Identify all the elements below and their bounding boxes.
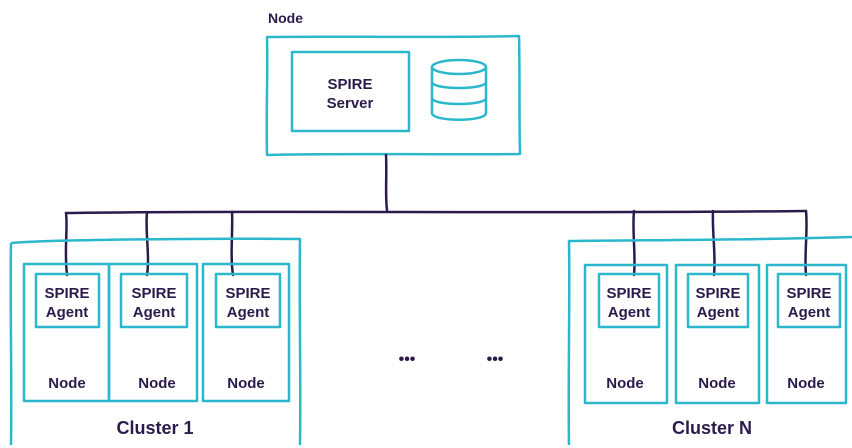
node-label: Node (138, 375, 176, 392)
agent-label-line1: SPIRE (131, 285, 176, 302)
cluster-n: Cluster N SPIRE Agent Node SPIRE Agent N… (567, 235, 852, 446)
connection-wires (64, 153, 808, 277)
agent-label-line2: Agent (608, 304, 651, 321)
cluster-1-node-3: SPIRE Agent Node (201, 262, 291, 403)
cluster-1-node-2: SPIRE Agent Node (107, 262, 199, 403)
server-node-box (265, 34, 522, 157)
cluster-n-node-3: SPIRE Agent Node (765, 263, 848, 405)
cluster-1-label: Cluster 1 (116, 418, 193, 438)
cluster-1-node-1: SPIRE Agent Node (22, 262, 111, 403)
spire-server-label-line1: SPIRE (327, 76, 372, 93)
agent-label-line1: SPIRE (606, 285, 651, 302)
agent-label-line2: Agent (133, 304, 176, 321)
cluster-n-label: Cluster N (672, 418, 752, 438)
agent-label-line1: SPIRE (225, 285, 270, 302)
agent-label-line2: Agent (697, 304, 740, 321)
node-label: Node (787, 375, 825, 392)
node-label: Node (698, 375, 736, 392)
agent-label-line1: SPIRE (786, 285, 831, 302)
cluster-n-box (567, 235, 852, 446)
cluster-1-box (9, 237, 302, 446)
spire-server-label-line2: Server (327, 95, 374, 112)
agent-label-line2: Agent (227, 304, 270, 321)
cluster-1: Cluster 1 SPIRE Agent Node SPIRE Agent N… (9, 237, 302, 446)
node-label: Node (227, 375, 265, 392)
ellipsis-1: ••• (399, 351, 416, 368)
agent-label-line1: SPIRE (695, 285, 740, 302)
agent-label-line2: Agent (46, 304, 89, 321)
server-node-label: Node (268, 10, 303, 26)
node-label: Node (48, 375, 86, 392)
agent-label-line2: Agent (788, 304, 831, 321)
agent-label-line1: SPIRE (44, 285, 89, 302)
cluster-n-node-2: SPIRE Agent Node (674, 263, 761, 405)
ellipsis-2: ••• (487, 351, 504, 368)
database-icon (430, 58, 488, 121)
cluster-n-node-1: SPIRE Agent Node (583, 263, 669, 405)
node-label: Node (606, 375, 644, 392)
spire-server-box (290, 50, 411, 133)
